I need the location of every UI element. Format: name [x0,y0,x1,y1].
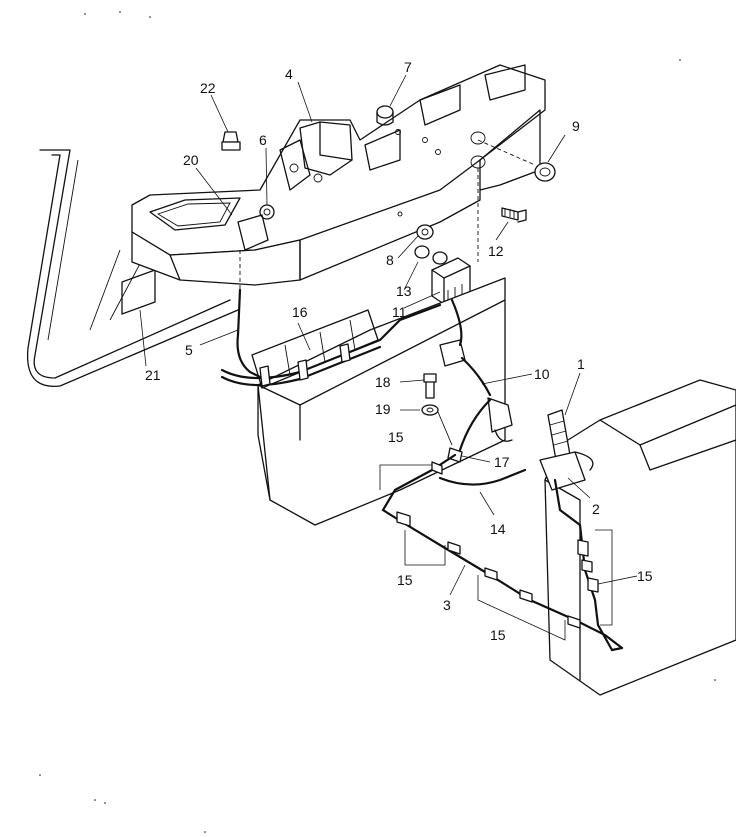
callout-16: 16 [292,304,308,320]
nut [397,211,434,240]
callout-15d: 15 [637,568,653,584]
callout-15c: 15 [490,627,506,643]
callout-labels: 1 2 3 4 5 6 7 8 9 10 11 12 13 14 15 15 1… [145,59,653,643]
grommet [221,131,241,151]
cable-5 [236,288,264,380]
cab-window-frame [26,149,239,387]
callout-6: 6 [259,132,267,148]
nuts-pair [414,245,448,265]
plug [376,105,394,126]
callout-7: 7 [404,59,412,75]
control-lever [539,409,594,491]
callout-11: 11 [392,304,407,320]
callout-9: 9 [572,118,580,134]
harness-connector [439,298,513,452]
leader-lines [139,74,638,596]
callout-12: 12 [488,243,504,259]
callout-3: 3 [443,597,451,613]
main-harness [220,303,442,387]
callout-15b: 15 [397,572,413,588]
right-housing [544,379,736,696]
callout-22: 22 [200,80,216,96]
callout-8: 8 [386,252,394,268]
callout-21: 21 [145,367,161,383]
bolt [501,207,527,223]
decal-plate [121,269,156,315]
plate-connector [237,214,269,290]
callout-4: 4 [285,66,293,82]
valve-block [279,121,353,191]
callout-19: 19 [375,401,391,417]
cap [470,131,556,262]
scan-specks [39,11,716,833]
callout-15a: 15 [388,429,404,445]
clamp-group-brackets [379,464,613,641]
callout-1: 1 [577,356,585,372]
callout-18: 18 [375,374,391,390]
callout-14: 14 [490,521,506,537]
callout-5: 5 [185,342,193,358]
callout-13: 13 [396,283,412,299]
lower-harness [381,453,624,652]
bolt-18 [423,373,437,399]
callout-17: 17 [494,454,510,470]
console-frame [131,64,546,286]
washer-19 [421,404,453,446]
callout-10: 10 [534,366,550,382]
callout-2: 2 [592,501,600,517]
callout-20: 20 [183,152,199,168]
cable-14 [438,468,527,486]
